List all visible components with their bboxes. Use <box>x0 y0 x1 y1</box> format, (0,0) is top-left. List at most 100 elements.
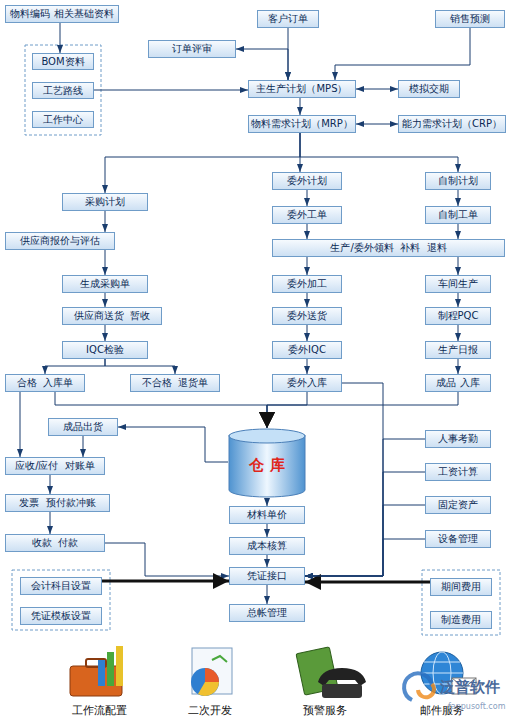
process-box: 物料编码 相关基础资料 <box>5 5 119 23</box>
flow-arrow <box>300 98 301 115</box>
box-text: 委外计划 <box>287 176 327 186</box>
flow-arrow <box>267 392 458 428</box>
process-box: 供应商报价与评估 <box>5 232 115 250</box>
process-box: 凭证接口 <box>229 567 305 585</box>
pie-slice <box>198 682 219 696</box>
workflow-icon <box>70 646 123 696</box>
flow-arrow <box>307 190 308 206</box>
process-box: 生成采购单 <box>62 275 148 293</box>
flow-arrow <box>50 512 51 534</box>
box-text: 材料单价 <box>247 510 287 520</box>
process-box: 会计科目设置 <box>20 577 102 595</box>
box-text: 供应商送货 暂收 <box>74 311 150 321</box>
alert-icon <box>296 647 366 698</box>
flow-arrow <box>305 439 425 576</box>
flow-arrow <box>335 28 470 80</box>
process-box: 生产日报 <box>425 341 491 359</box>
flow-arrow <box>356 89 398 90</box>
box-text: 制程PQC <box>438 311 479 321</box>
process-box: 成本核算 <box>229 537 305 555</box>
process-box: 应收/应付 对账单 <box>5 457 105 475</box>
process-box: 制造费用 <box>430 611 492 629</box>
watermark-logo <box>404 673 434 700</box>
process-box: 制程PQC <box>425 307 491 325</box>
flow-arrow <box>105 359 175 374</box>
feature-label: 预警服务 <box>303 705 347 716</box>
trend-line <box>212 656 227 662</box>
box-text: 会计科目设置 <box>31 581 91 591</box>
phone-handset <box>318 668 366 686</box>
box-text: 应收/应付 对账单 <box>15 461 95 471</box>
chart-bar <box>116 646 123 686</box>
process-box: 成品 入库 <box>425 374 491 392</box>
box-text: 主生产计划（MPS） <box>256 84 347 94</box>
briefcase-body <box>70 666 122 696</box>
process-box: 工艺路线 <box>32 82 94 99</box>
box-text: 物料需求计划（MRP） <box>251 119 353 129</box>
box-text: BOM资料 <box>41 57 84 67</box>
box-text: 模拟交期 <box>409 84 449 94</box>
flow-arrow <box>105 543 229 576</box>
box-text: 收款 付款 <box>32 538 78 548</box>
flow-arrow <box>458 325 459 341</box>
box-text: 委外IQC <box>288 345 326 355</box>
process-box: 成品出货 <box>48 418 118 436</box>
box-text: 固定资产 <box>438 500 478 510</box>
process-box: 客户订单 <box>257 10 319 28</box>
box-text: 合格 入库单 <box>17 378 73 388</box>
flow-arrow <box>300 133 458 172</box>
process-box: 委外加工 <box>272 275 342 293</box>
flow-arrow <box>102 580 229 583</box>
watermark-text: fanpusoft.com <box>448 703 505 711</box>
process-box: 合格 入库单 <box>5 374 85 392</box>
process-box: 委外IQC <box>272 341 342 359</box>
process-box: BOM资料 <box>32 53 94 70</box>
process-box: 模拟交期 <box>398 80 460 98</box>
process-box: 固定资产 <box>425 496 491 514</box>
process-box: 凭证模板设置 <box>20 607 102 625</box>
box-text: 总帐管理 <box>247 608 287 618</box>
box-text: IQC检验 <box>86 345 124 355</box>
box-text: 物料编码 相关基础资料 <box>10 9 113 19</box>
box-text: 自制工单 <box>438 210 478 220</box>
pie-slice <box>205 668 219 682</box>
box-text: 委外送货 <box>287 311 327 321</box>
group-frame <box>12 570 110 630</box>
box-text: 成品出货 <box>63 422 103 432</box>
feature-label: 工作流配置 <box>72 705 127 716</box>
process-box: 主生产计划（MPS） <box>248 80 356 98</box>
flow-arrow <box>83 436 84 457</box>
process-box: 材料单价 <box>229 506 305 524</box>
process-box: 收款 付款 <box>5 534 105 552</box>
box-text: 生成采购单 <box>80 279 130 289</box>
process-box: 不合格 退货单 <box>130 374 220 392</box>
flow-arrow <box>356 124 398 125</box>
process-box: 供应商送货 暂收 <box>62 307 162 325</box>
flow-arrow <box>305 539 425 576</box>
flow-arrow <box>307 257 308 275</box>
flow-arrow <box>267 585 268 604</box>
watermark-text: 泛普软件 <box>440 680 500 695</box>
box-text: 设备管理 <box>438 534 478 544</box>
process-box: 自制工单 <box>425 206 491 224</box>
storage-cylinder: 仓 库 <box>228 428 306 498</box>
process-box: 委外工单 <box>272 206 342 224</box>
flow-arrow <box>267 392 307 428</box>
box-text: 委外工单 <box>287 210 327 220</box>
process-box: 能力需求计划（CRP） <box>398 115 506 133</box>
process-box: 生产/委外领料 补料 退料 <box>272 239 505 257</box>
flow-arrow <box>267 524 268 537</box>
box-text: 工资计算 <box>438 467 478 477</box>
process-box: 自制计划 <box>425 172 491 190</box>
flow-arrow <box>118 427 228 462</box>
box-text: 成品 入库 <box>436 378 479 388</box>
logo-swirl <box>418 684 434 697</box>
flow-arrow <box>105 293 106 307</box>
process-box: 订单评审 <box>148 40 236 58</box>
cylinder-body <box>229 435 305 497</box>
flow-arrow <box>307 325 308 341</box>
box-text: 期间费用 <box>441 582 481 592</box>
box-text: 销售预测 <box>450 14 490 24</box>
process-box: 期间费用 <box>430 578 492 596</box>
flow-arrow <box>307 224 308 239</box>
